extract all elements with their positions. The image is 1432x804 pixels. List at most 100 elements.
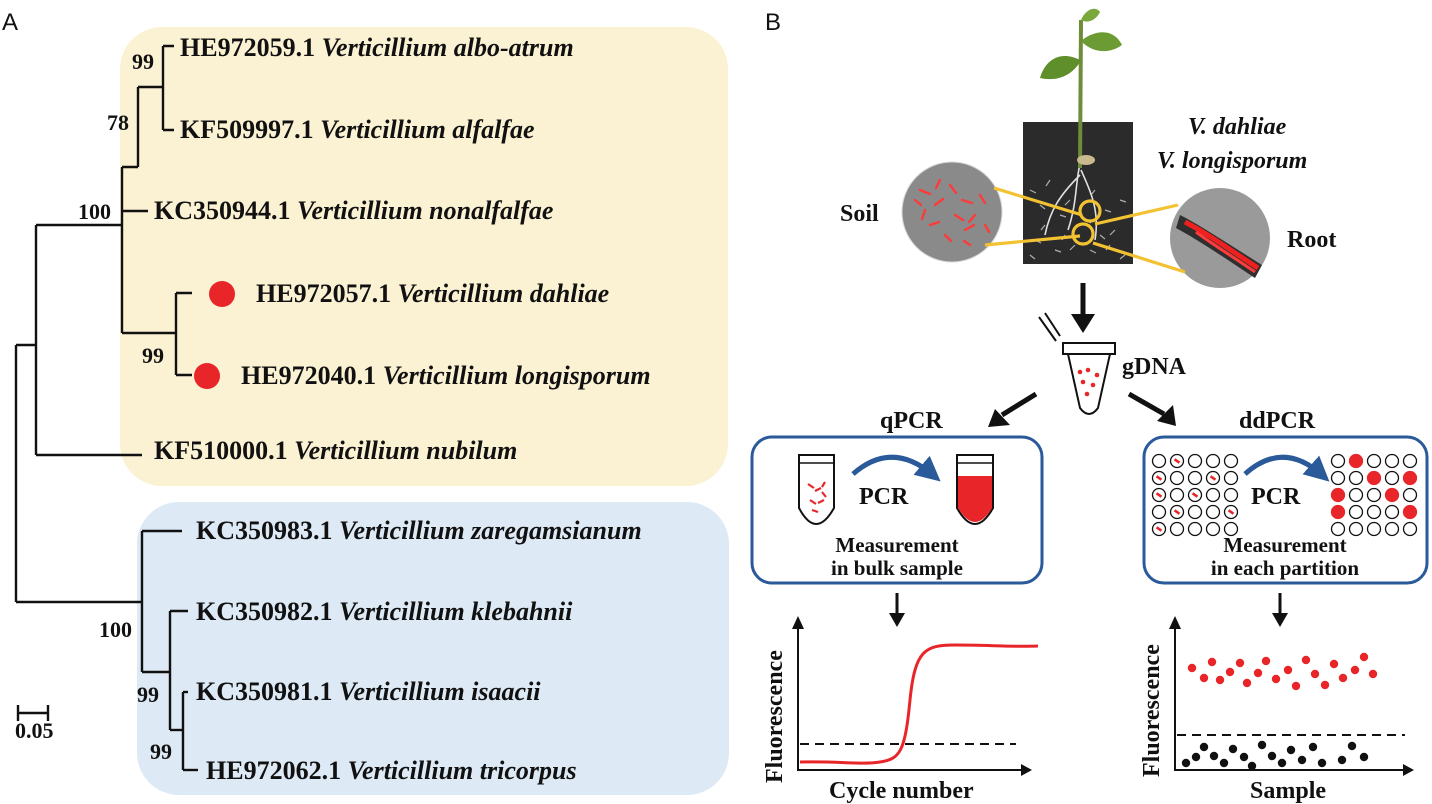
partition-target-fragment <box>1173 509 1181 515</box>
qpcr-y-axis-label: Fluorescence <box>762 650 788 783</box>
partition-droplet <box>1384 453 1400 469</box>
bootstrap-value: 99 <box>142 343 164 368</box>
droplet-point <box>1181 758 1191 768</box>
ddpcr-pcr-arrow <box>1243 454 1330 482</box>
droplet-point <box>1267 751 1277 761</box>
species-label-1: V. dahliae <box>1188 114 1287 140</box>
partition-droplet <box>1205 521 1221 537</box>
qpcr-tube-after <box>956 454 994 525</box>
taxon-label: KC350983.1 Verticillium zaregamsianum <box>196 516 642 545</box>
droplet-point <box>1199 673 1209 683</box>
arrow-to-qpcr <box>988 391 1038 427</box>
droplet-point <box>1228 744 1238 754</box>
partition-target-fragment <box>1173 458 1181 464</box>
partition-target-fragment <box>1155 475 1163 481</box>
partition-droplet <box>1330 504 1346 520</box>
taxon-label: HE972062.1 Verticillium tricorpus <box>206 756 577 785</box>
arrow-to-ddpcr-plot <box>1272 593 1288 627</box>
partition-droplet <box>1348 521 1364 537</box>
droplet-point <box>1219 758 1229 768</box>
partition-droplet <box>1330 453 1346 469</box>
bootstrap-values: 99 78 100 99 100 99 99 <box>78 49 172 764</box>
taxon-labels: HE972059.1 Verticillium albo-atrum KF509… <box>154 33 651 785</box>
phylogenetic-tree-branches <box>14 44 198 772</box>
partition-droplet <box>1366 470 1382 486</box>
droplet-point <box>1317 758 1327 768</box>
ddpcr-x-axis-label: Sample <box>1250 778 1326 804</box>
species-label-2: V. longisporum <box>1157 148 1307 174</box>
ddpcr-negative-droplets <box>1181 740 1369 771</box>
qpcr-amplification-plot: Fluorescence Cycle number <box>762 616 1039 804</box>
partition-droplet <box>1330 470 1346 486</box>
bootstrap-value: 100 <box>78 199 111 224</box>
partition-target-fragment <box>1191 492 1199 498</box>
partition-droplet <box>1223 470 1239 486</box>
bootstrap-value: 99 <box>137 682 159 707</box>
arrow-to-qpcr-plot <box>889 593 905 627</box>
qpcr-x-axis-label: Cycle number <box>829 778 974 804</box>
partition-droplet <box>1187 470 1203 486</box>
partition-droplet <box>1384 487 1400 503</box>
taxon-label: HE972040.1 Verticillium longisporum <box>241 361 651 390</box>
qpcr-pcr-label: PCR <box>859 484 909 510</box>
partition-droplet <box>1187 504 1203 520</box>
panel-label-a: A <box>2 9 18 36</box>
partition-droplet <box>1402 453 1418 469</box>
partition-droplet <box>1366 453 1382 469</box>
partition-droplet <box>1205 487 1221 503</box>
droplet-point <box>1286 745 1296 755</box>
droplet-point <box>1368 669 1378 679</box>
arrow-to-gdna <box>1071 283 1095 333</box>
partition-droplet <box>1402 470 1418 486</box>
droplet-point <box>1215 675 1225 685</box>
partition-droplet <box>1348 504 1364 520</box>
taxon-label: HE972057.1 Verticillium dahliae <box>256 279 609 308</box>
droplet-point <box>1271 674 1281 684</box>
partition-target-fragment <box>1209 475 1217 481</box>
droplet-point <box>1283 665 1293 675</box>
droplet-point <box>1253 668 1263 678</box>
zoom-connector-lines <box>984 186 1186 274</box>
qpcr-tube-before <box>798 454 835 525</box>
soil-label: Soil <box>840 201 879 227</box>
droplet-point <box>1261 656 1271 666</box>
highlight-dot-longisporum <box>194 363 220 389</box>
droplet-point <box>1350 665 1360 675</box>
ddpcr-positive-droplets <box>1187 652 1378 691</box>
partition-target-fragment <box>1155 492 1163 498</box>
partition-droplet <box>1205 504 1221 520</box>
taxon-label: KC350981.1 Verticillium isaacii <box>196 677 541 706</box>
taxon-label: KF510000.1 Verticillium nubilum <box>154 436 517 465</box>
droplet-point <box>1320 680 1330 690</box>
partition-droplet <box>1151 453 1167 469</box>
droplet-point <box>1308 742 1318 752</box>
qpcr-amplification-curve <box>799 643 1039 765</box>
droplet-point <box>1347 741 1357 751</box>
gdna-tube-icon <box>1038 312 1116 415</box>
highlight-dot-dahliae <box>209 281 235 307</box>
droplet-point <box>1310 669 1320 679</box>
taxon-label: HE972059.1 Verticillium albo-atrum <box>180 33 574 62</box>
droplet-point <box>1191 752 1201 762</box>
partition-droplet <box>1348 470 1364 486</box>
clade-1-background <box>120 27 728 486</box>
droplet-point <box>1291 681 1301 691</box>
partition-droplet <box>1151 504 1167 520</box>
droplet-point <box>1337 755 1347 765</box>
droplet-point <box>1235 658 1245 668</box>
gdna-label: gDNA <box>1122 354 1187 380</box>
droplet-point <box>1338 673 1348 683</box>
droplet-point <box>1209 751 1219 761</box>
partition-droplet <box>1384 521 1400 537</box>
qpcr-title: qPCR <box>880 408 943 434</box>
droplet-point <box>1199 742 1209 752</box>
bootstrap-value: 99 <box>150 739 172 764</box>
partition-droplet <box>1366 504 1382 520</box>
ddpcr-y-axis-label: Fluorescence <box>1139 644 1165 777</box>
partition-droplet <box>1402 487 1418 503</box>
partition-droplet <box>1205 453 1221 469</box>
partition-target-fragment <box>1155 526 1163 532</box>
partition-droplet <box>1366 487 1382 503</box>
droplet-point <box>1207 657 1217 667</box>
partition-droplet <box>1169 521 1185 537</box>
